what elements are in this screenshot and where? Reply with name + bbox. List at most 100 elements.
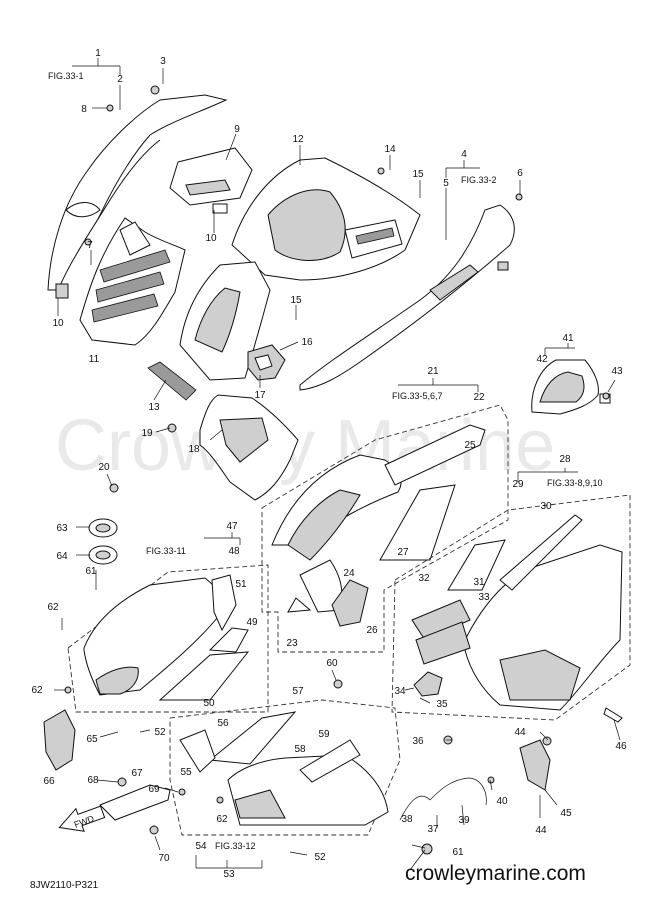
callout-3: 3	[160, 56, 166, 67]
callout-7: 7	[87, 240, 93, 251]
callout-60: 60	[326, 658, 338, 669]
callout-20: 20	[98, 462, 110, 473]
callout-45: 45	[560, 808, 572, 819]
bracket-17	[247, 344, 286, 381]
callout-54: 54	[195, 841, 207, 852]
callout-2: 2	[117, 74, 123, 85]
callout-62b: 62	[31, 685, 43, 696]
callout-21: 21	[427, 366, 439, 377]
leader-lines	[54, 58, 621, 871]
callout-62a: 62	[47, 602, 59, 613]
callout-56: 56	[217, 718, 229, 729]
callout-48: 48	[228, 546, 240, 557]
callout-69: 69	[148, 784, 160, 795]
front-cowl	[179, 157, 421, 381]
callout-51: 51	[235, 579, 247, 590]
fig-ref-33-11: FIG.33-11	[146, 546, 186, 556]
callout-10b: 10	[52, 318, 64, 329]
diagram-code: 8JW2110-P321	[30, 880, 99, 891]
callout-23: 23	[286, 638, 298, 649]
callout-1: 1	[95, 48, 101, 59]
group-47-parts	[83, 574, 250, 701]
callout-6: 6	[517, 168, 523, 179]
footer-url: crowleymarine.com	[405, 862, 586, 885]
callout-49: 49	[246, 617, 258, 628]
callout-25: 25	[464, 440, 476, 451]
callout-36: 36	[412, 736, 424, 747]
cover-plate	[169, 147, 253, 214]
callout-16: 16	[301, 337, 313, 348]
callout-59: 59	[318, 729, 330, 740]
callout-46: 46	[615, 741, 627, 752]
callout-35: 35	[436, 699, 448, 710]
callout-4: 4	[461, 149, 467, 160]
fig-references: FIG.33-1 FIG.33-2 FIG.33-5,6,7 FIG.33-8,…	[48, 71, 603, 851]
inner-duct	[199, 394, 299, 501]
bracket-66	[43, 709, 76, 771]
part-46	[603, 707, 623, 723]
mesh-screen	[147, 361, 197, 401]
callout-40: 40	[496, 796, 508, 807]
callout-61a: 61	[85, 566, 97, 577]
fig-ref-33-8910: FIG.33-8,9,10	[547, 478, 603, 488]
callout-57: 57	[292, 686, 304, 697]
callout-65: 65	[86, 734, 98, 745]
callout-31: 31	[473, 577, 485, 588]
callout-27: 27	[397, 547, 409, 558]
callout-52a: 52	[154, 727, 166, 738]
callout-15a: 15	[412, 169, 424, 180]
callout-66: 66	[43, 776, 55, 787]
callout-9: 9	[234, 124, 240, 135]
callout-24: 24	[343, 568, 355, 579]
callout-5: 5	[443, 178, 449, 189]
callout-33: 33	[478, 592, 490, 603]
callout-11: 11	[89, 354, 100, 365]
callout-42: 42	[536, 354, 548, 365]
gasket-64	[88, 545, 118, 565]
callout-38: 38	[401, 814, 413, 825]
callout-41: 41	[562, 333, 574, 344]
callout-32: 32	[418, 573, 430, 584]
callout-50: 50	[203, 698, 215, 709]
callout-10a: 10	[205, 233, 217, 244]
callout-62c: 62	[216, 814, 228, 825]
callout-61b: 61	[452, 847, 464, 858]
callout-29: 29	[512, 479, 524, 490]
inner-panel-left	[79, 217, 186, 346]
group-21-parts	[271, 424, 486, 627]
callout-22: 22	[473, 392, 485, 403]
cable-37	[399, 777, 487, 821]
mirror-assembly	[531, 359, 611, 415]
fig-ref-33-567: FIG.33-5,6,7	[392, 391, 443, 401]
callout-14: 14	[384, 144, 396, 155]
callout-47: 47	[226, 521, 238, 532]
box-group-53	[169, 699, 401, 836]
watermark-text: Crowley Marine	[55, 406, 555, 486]
callout-53: 53	[223, 869, 235, 880]
callout-68: 68	[87, 775, 99, 786]
callout-17: 17	[254, 390, 266, 401]
callout-55: 55	[180, 767, 192, 778]
callout-numbers: 1 2 3 4 5 6 7 8 9 10 10 11 12 13 14 15 1…	[31, 48, 627, 880]
callout-15b: 15	[290, 295, 302, 306]
box-group-28	[391, 494, 631, 721]
callout-43: 43	[611, 366, 623, 377]
callout-44a: 44	[514, 727, 526, 738]
part-45	[519, 739, 551, 791]
callout-67: 67	[131, 768, 143, 779]
callout-26: 26	[366, 625, 378, 636]
callout-12: 12	[292, 134, 304, 145]
callout-13: 13	[148, 402, 160, 413]
callout-18: 18	[188, 444, 200, 455]
callout-28: 28	[559, 454, 571, 465]
fig-ref-33-2: FIG.33-2	[461, 175, 497, 185]
fasteners	[64, 85, 610, 855]
callout-37: 37	[427, 824, 439, 835]
callout-30: 30	[540, 501, 552, 512]
group-53-parts	[179, 711, 389, 826]
callout-70: 70	[158, 853, 170, 864]
fwd-arrow-icon: FWD	[58, 805, 106, 832]
fig-ref-33-1: FIG.33-1	[48, 71, 84, 81]
gasket-63	[88, 518, 118, 538]
